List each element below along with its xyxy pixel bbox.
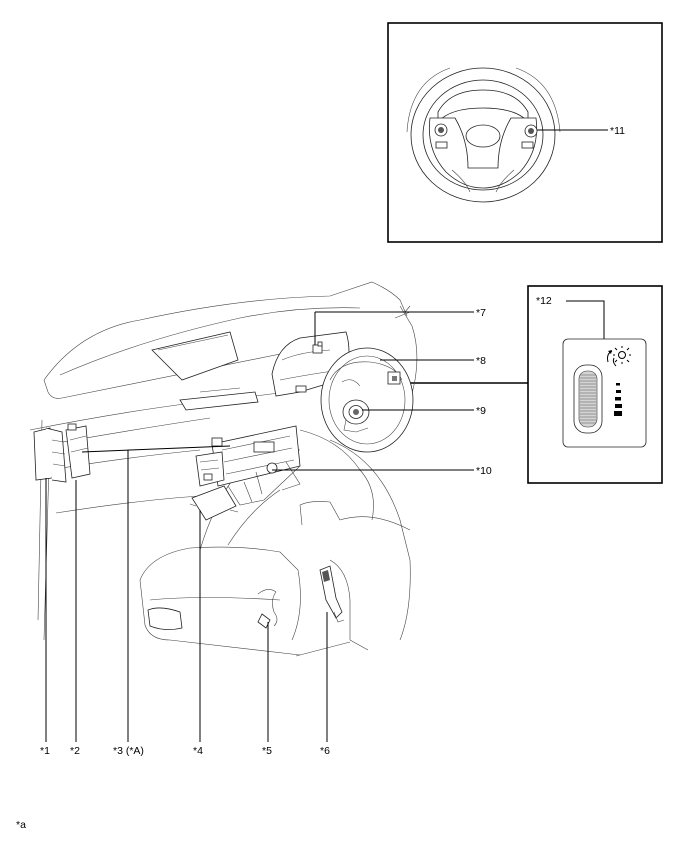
steering-wheel-inset-frame — [387, 22, 663, 243]
dimmer-switch-inset-frame — [527, 285, 663, 484]
callout-7: *7 — [476, 307, 486, 319]
callout-line-12 — [566, 300, 605, 346]
dimmer-thumbwheel — [573, 364, 603, 434]
callout-10: *10 — [476, 465, 492, 477]
dashboard-illustration — [29, 281, 418, 657]
callout-5: *5 — [262, 745, 272, 757]
callout-3: *3 (*A) — [113, 745, 144, 757]
callout-12: *12 — [536, 295, 552, 307]
callout-2: *2 — [70, 745, 80, 757]
dimmer-switch-inset: *12 — [404, 285, 663, 484]
callout-8: *8 — [476, 355, 486, 367]
callout-lines — [45, 311, 474, 742]
callout-9: *9 — [476, 405, 486, 417]
left-side-modules — [33, 423, 91, 483]
legend-footnote-a: *a — [16, 819, 26, 831]
callout-11: *11 — [610, 125, 625, 137]
airbag-sensor-assembly — [189, 485, 239, 521]
steering-wheel-icon — [406, 67, 561, 203]
steering-wheel — [320, 347, 414, 453]
steering-wheel-inset: *11 — [387, 22, 663, 243]
callout-4: *4 — [193, 745, 203, 757]
spiral-cable — [342, 399, 370, 433]
left-control-unit — [195, 451, 225, 487]
callout-6: *6 — [320, 745, 330, 757]
callout-1: *1 — [40, 745, 50, 757]
seat-belt-buckle — [319, 565, 345, 623]
seat-position-sensor — [257, 589, 278, 629]
illumination-dimmer-icon — [607, 346, 631, 416]
